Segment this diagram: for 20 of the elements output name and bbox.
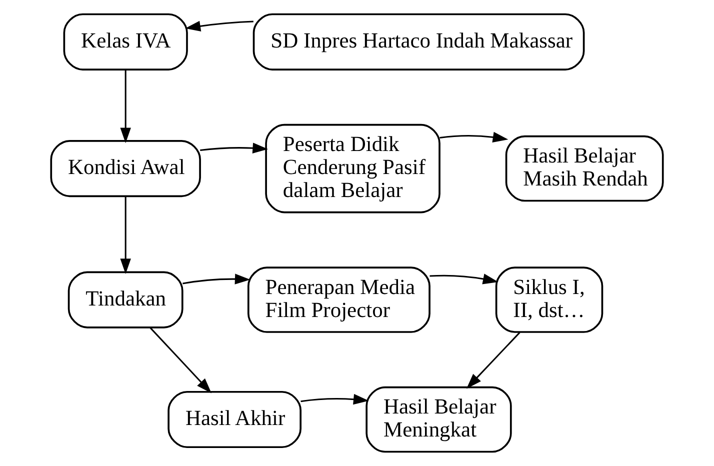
arrow — [440, 132, 508, 142]
arrow — [182, 274, 250, 284]
arrow — [120, 70, 131, 144]
node-box: Penerapan Media Film Projector — [247, 266, 430, 333]
node-box: SD Inpres Hartaco Indah Makassar — [252, 13, 585, 70]
arrow — [200, 142, 268, 154]
node-box: Tindakan — [68, 271, 184, 328]
arrow — [185, 20, 254, 32]
arrow — [150, 327, 212, 394]
arrow — [120, 196, 131, 274]
node-box: Hasil Belajar Meningkat — [366, 386, 512, 453]
node-box: Hasil Akhir — [168, 390, 302, 448]
node-box: Kondisi Awal — [50, 140, 201, 198]
node-box: Peserta Didik Cenderung Pasif dalam Belajar — [265, 124, 440, 214]
arrow — [466, 332, 520, 389]
node-box: Siklus I, II, dst… — [495, 266, 604, 333]
node-box: Hasil Belajar Masih Rendah — [505, 135, 664, 202]
arrow — [300, 394, 369, 405]
arrow — [430, 274, 498, 284]
node-box: Kelas IVA — [63, 13, 188, 70]
